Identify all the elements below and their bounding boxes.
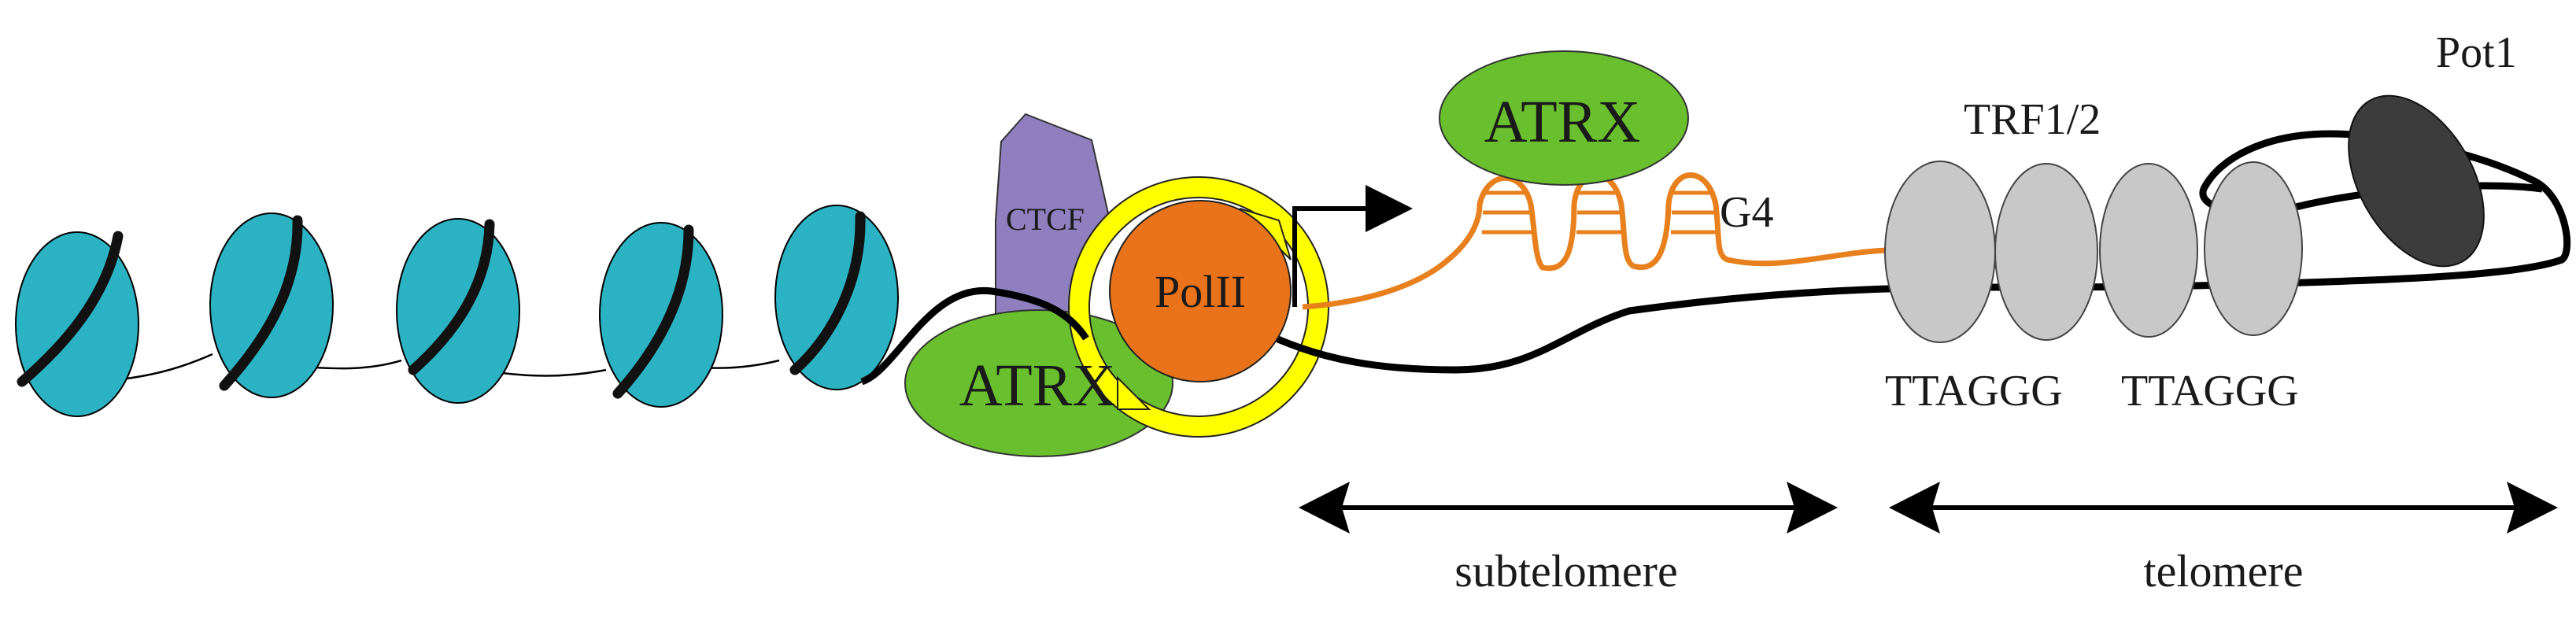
trf-protein-3 [2099,163,2198,338]
nucleosome-5 [774,205,899,390]
pot1-label: Pot1 [2436,28,2517,77]
trf-protein-1 [1884,161,1996,343]
double-headed-arrow-icon [1889,482,2558,534]
trf-protein-2 [1994,163,2098,341]
nucleosome-1 [15,231,139,417]
trf-label: TRF1/2 [1964,95,2101,144]
atrx-promoter-label: ATRX [959,353,1115,419]
rna-transcript [1302,172,1890,310]
ttaggg-label-right: TTAGGG [2121,367,2299,416]
g4-label: G4 [1720,188,1773,237]
g4-rungs [1482,190,1717,235]
atrx-g4-protein [1439,50,1689,186]
bent-arrow-icon [1292,185,1413,307]
nucleosome-3 [396,218,520,404]
ttaggg-label-left: TTAGGG [1885,367,2063,416]
polii-protein [1109,200,1292,382]
ctcf-label: CTCF [1006,201,1085,237]
subtelomere-label: subtelomere [1454,545,1677,597]
double-headed-arrow-icon [1299,482,1838,534]
telomere-label: telomere [2144,545,2304,597]
atrx-promoter-protein [904,309,1173,457]
nucleosome-2 [209,212,334,398]
dna-strand [860,130,2570,386]
nucleosome-4 [599,222,723,408]
polii-label: PolII [1155,266,1246,317]
trf-protein-4 [2204,161,2303,336]
atrx-g4-label: ATRX [1484,89,1640,155]
pot1-protein [2348,94,2485,268]
